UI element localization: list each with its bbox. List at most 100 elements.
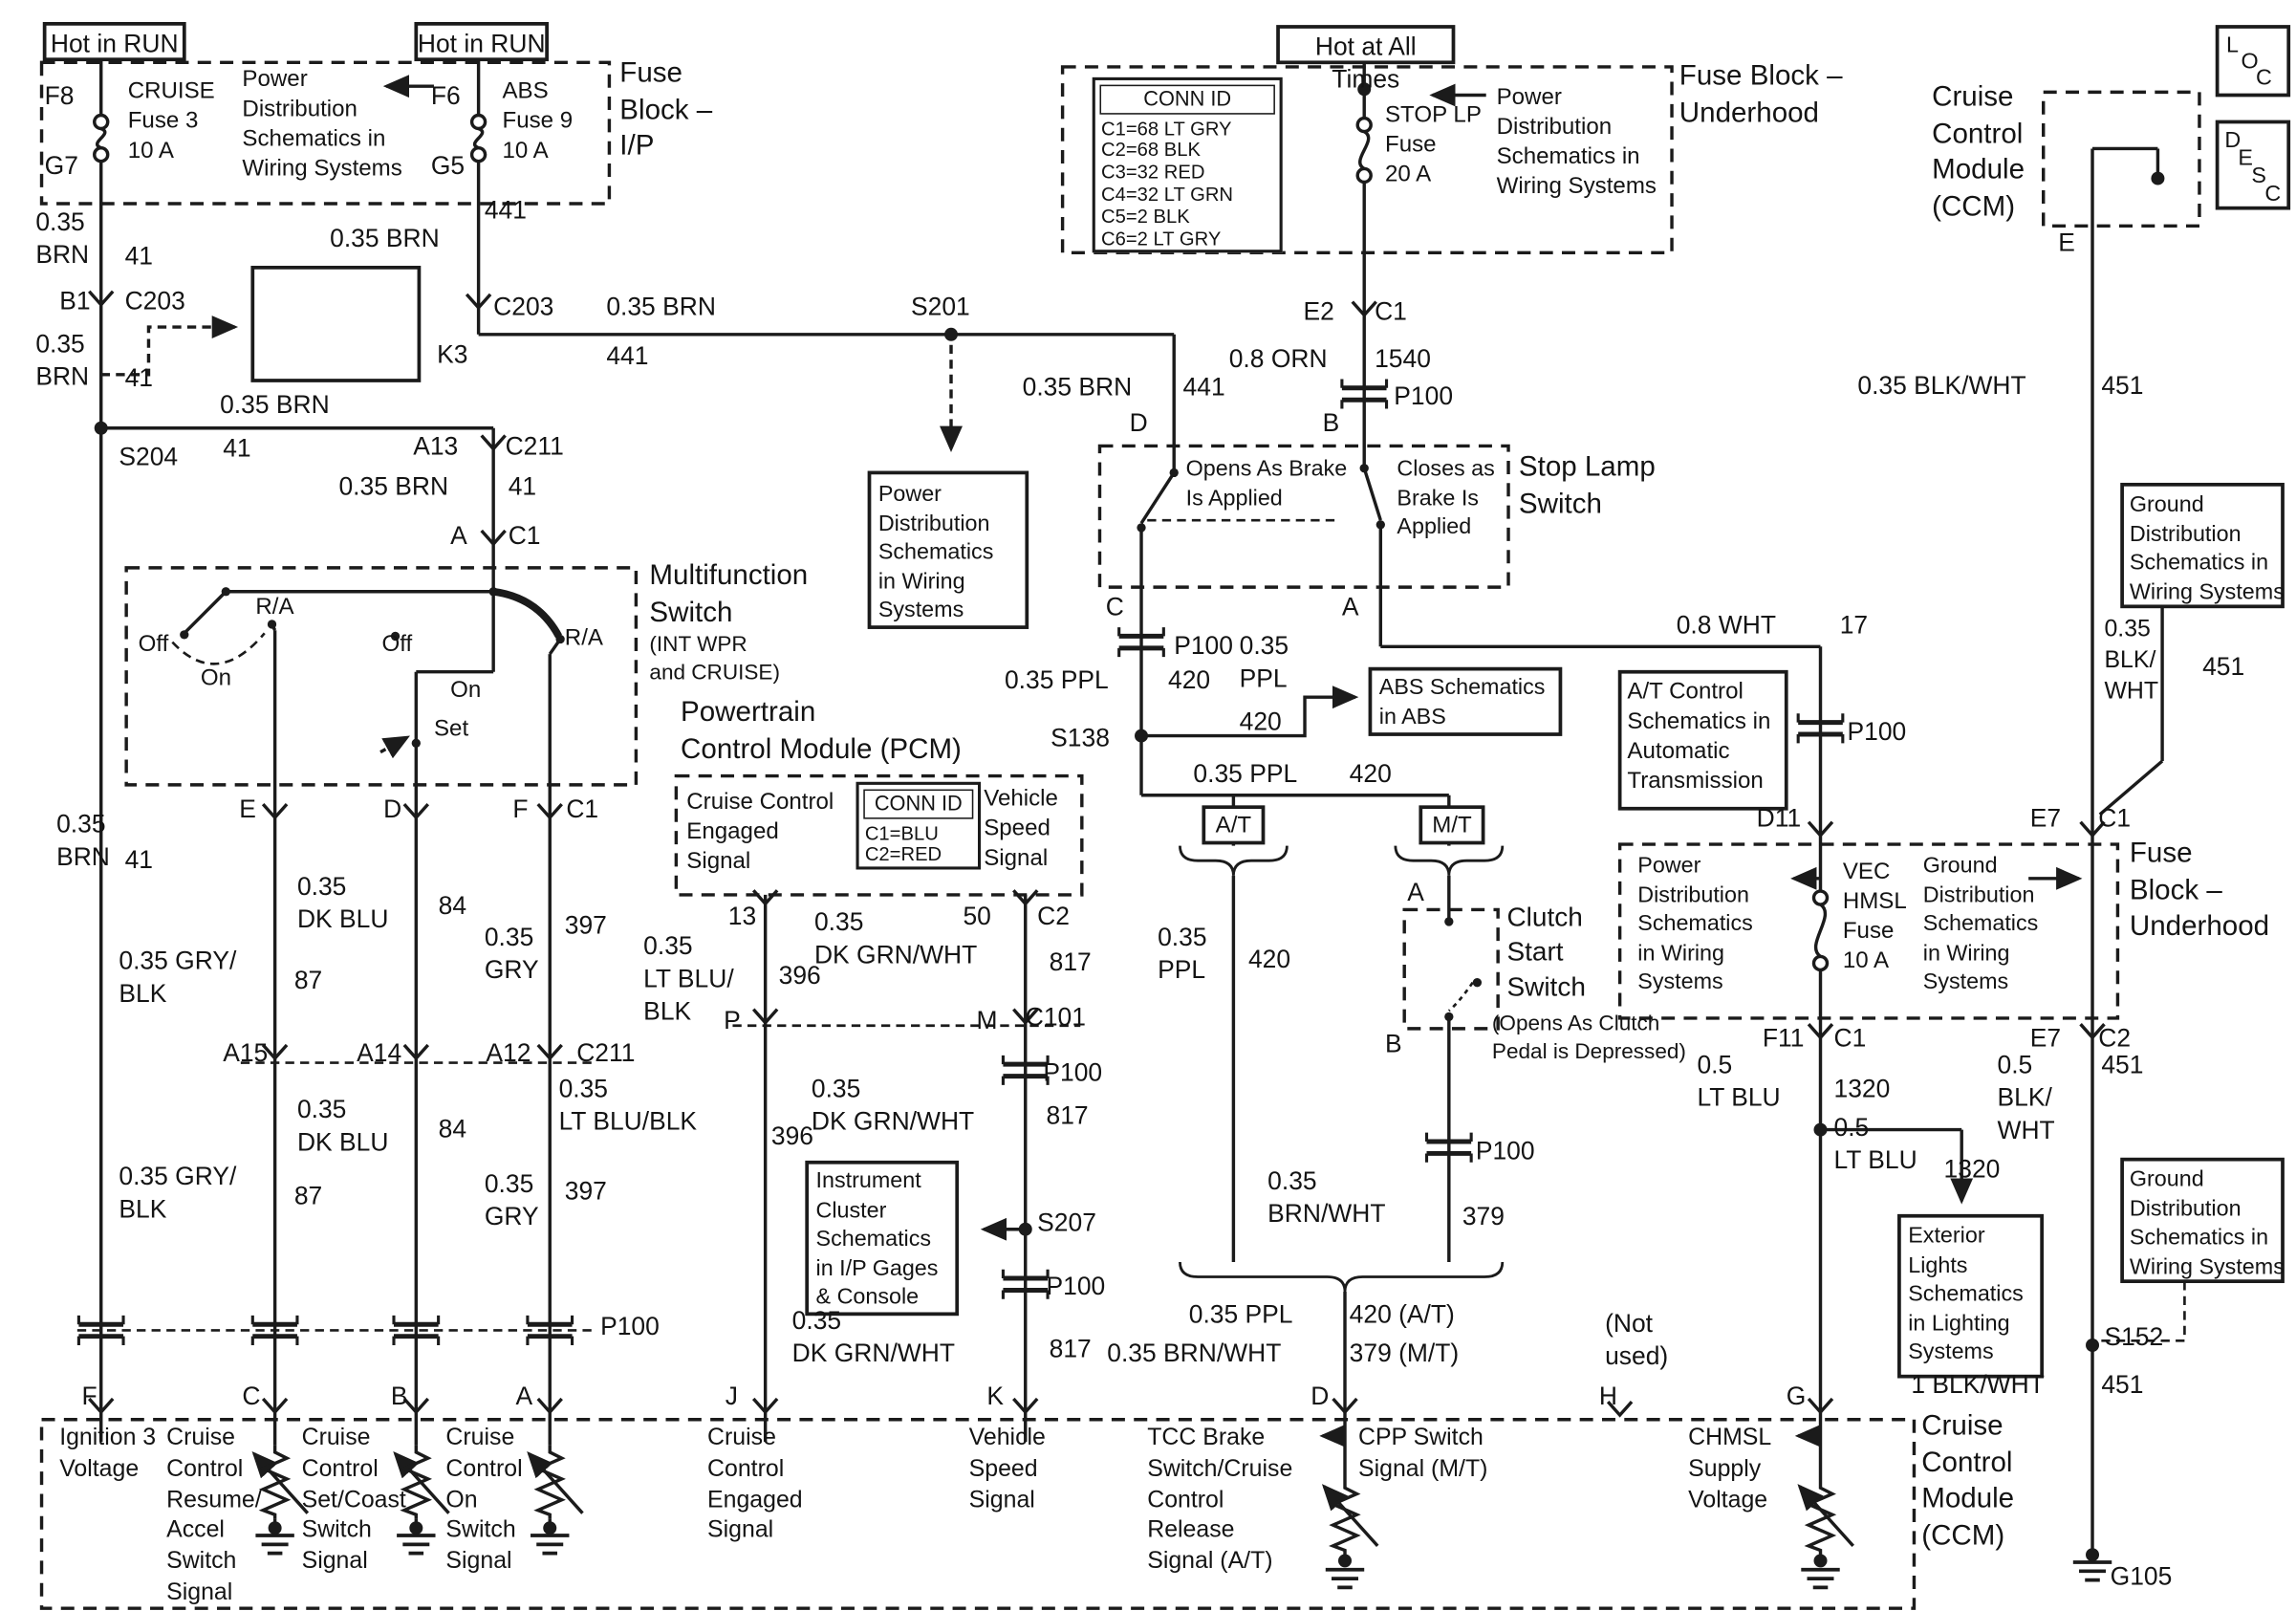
pin-13-pcm: 13: [727, 902, 757, 931]
clutch-note: (Opens As Clutch Pedal is Depressed): [1491, 1012, 1686, 1064]
hot-at-all-times-label: Hot at All Times: [1314, 33, 1417, 95]
hot-in-run-1-box: [42, 22, 186, 62]
pin-a-mfs: A: [450, 521, 467, 551]
clutch-arc: [1447, 981, 1474, 1012]
conn-c101-label: C101: [1025, 1003, 1086, 1032]
wire-brn-441-label-g5: 0.35 BRN: [330, 224, 440, 253]
wire-brn-41-label-1: 0.35 BRN: [35, 207, 90, 270]
wire-dkgrnwht-817-label-2: 0.35 DK GRN/WHT: [811, 1075, 975, 1136]
fuse-cruise-bottom: [93, 145, 110, 163]
fuse-abs-bottom: [469, 145, 487, 163]
wire-brn-441-num-main: 441: [606, 341, 649, 371]
pin-e7-a: E7: [2029, 804, 2062, 833]
brace-merge: [1179, 1261, 1505, 1293]
mfs-left-arc: [171, 632, 266, 665]
wire-orn-1540-label: 0.8 ORN: [1228, 344, 1328, 374]
conn-id-header: CONN ID: [1099, 84, 1275, 114]
stop-close-note: Closes as Brake Is Applied: [1397, 456, 1495, 540]
wire-ppl-420-num-4: 420: [1247, 945, 1291, 974]
pin-50-pcm: 50: [963, 902, 991, 931]
wire-dkgrnwht-817-label-1: 0.35 DK GRN/WHT: [813, 907, 978, 969]
pin-b-stop: B: [1322, 408, 1340, 438]
ccm-vss-label: Vehicle Speed Signal: [968, 1425, 1046, 1513]
ccm-top-right-outline: [2042, 90, 2201, 229]
loc-letter-o: O: [2241, 49, 2259, 75]
splice-s201: [944, 327, 959, 341]
pin-k-ccm: K: [986, 1382, 1004, 1411]
mfs-on-left: On: [200, 665, 232, 691]
wire-wht-17-num: 17: [1839, 610, 1869, 640]
pin-e-ccm: E: [2058, 229, 2075, 257]
pin-c-stop: C: [1105, 593, 1124, 621]
pin-g-ccm: G: [1786, 1382, 1807, 1411]
wire-blkwht-451-num-1: 451: [2101, 371, 2144, 401]
res-arrow-c: [251, 1450, 310, 1514]
pin-b-clutch: B: [1384, 1030, 1402, 1058]
braces: [1179, 845, 1505, 1293]
wire-brn-41-label-5: 0.35 BRN: [56, 810, 110, 872]
wire-ltblu-1320-label-1: 0.5 LT BLU: [1697, 1051, 1781, 1113]
hot-in-run-2-label: Hot in RUN: [417, 30, 546, 58]
gd2-to-s152: [2099, 1281, 2186, 1342]
conn-id-row: C5=2 BLK: [1101, 205, 1190, 228]
wire-ppl-420-num-5: 420 (A/T): [1349, 1300, 1455, 1329]
pin-a14: A14: [357, 1038, 402, 1068]
fuse-block-ip-outline: [39, 60, 612, 206]
fuse-vec-top: [1811, 889, 1830, 906]
gd1-box: [2120, 482, 2285, 609]
wire-blkwht-451-num-2: 451: [2202, 652, 2245, 682]
desc-letter-s: S: [2251, 163, 2266, 189]
pin-j-ccm: J: [725, 1382, 738, 1411]
conn-p100-label-d11: P100: [1847, 717, 1907, 747]
ccm-chmsl-label: CHMSL Supply Voltage: [1688, 1425, 1772, 1513]
wire-ltblublk-396-num: 396: [778, 961, 821, 991]
wire-ppl-420-label-5: 0.35 PPL: [1188, 1300, 1293, 1329]
multifunction-switch-outline: [124, 566, 639, 787]
wire-dkgrnwht-817-num-3: 817: [1049, 1335, 1092, 1363]
pin-f-mfs: F: [512, 795, 529, 824]
splice-s207-label: S207: [1037, 1208, 1096, 1237]
s138-abs-arrow: [1141, 686, 1359, 738]
wire-ltblublk-397-label: 0.35 LT BLU/BLK: [558, 1075, 698, 1136]
loc-box: [2215, 25, 2291, 98]
hot-at-all-times-box: [1276, 25, 1456, 65]
desc-letter-e: E: [2238, 145, 2253, 171]
pd-ip-note: Power Distribution Schematics in Wiring …: [242, 66, 402, 183]
ccm-engaged-label: Cruise Control Engaged Signal: [707, 1425, 803, 1544]
conn-c211-a: C211: [505, 432, 564, 461]
loc-letter-l: L: [2225, 33, 2239, 58]
wire-wht-17-label: 0.8 WHT: [1676, 610, 1776, 640]
conn-c1-f11: C1: [1833, 1024, 1867, 1053]
pd1-box: [250, 265, 422, 382]
conn-c1-e7: C1: [2098, 804, 2132, 833]
conn-p100-label-c: P100: [1174, 631, 1233, 661]
mt-box: [1419, 805, 1485, 845]
pin-b-ccm: B: [390, 1382, 408, 1411]
pin-m-c101: M: [976, 1006, 998, 1035]
fuse-block-underhood2-title: Fuse Block – Underhood: [2129, 838, 2270, 944]
conn-p100-label-mt: P100: [1475, 1137, 1535, 1165]
instr-cluster-note: Instrument Cluster Schematics in I/P Gag…: [815, 1167, 939, 1310]
gd2-note: Ground Distribution Schematics in Wiring…: [2129, 1166, 2285, 1279]
ccm-ignition-label: Ignition 3 Voltage: [59, 1425, 157, 1482]
fuses: [93, 113, 1830, 972]
desc-letter-c: C: [2264, 181, 2282, 207]
wire-brnwht-379-label-1: 0.35 BRN/WHT: [1267, 1166, 1386, 1229]
hot-in-run-2-box: [414, 22, 549, 62]
conn-id-row: C6=2 LT GRY: [1101, 227, 1222, 250]
splice-s204: [94, 421, 108, 435]
fuse-vec-bottom: [1811, 954, 1830, 972]
conn-p100-label-left: P100: [600, 1312, 660, 1341]
stoplp-bus-dot: [1357, 82, 1372, 97]
ext-lights-note: Exterior Lights Schematics in Lighting S…: [1908, 1223, 2024, 1365]
ccm-on-label: Cruise Control On Switch Signal: [445, 1425, 523, 1575]
wire-ppl-420-label-1: 0.35 PPL: [1004, 665, 1109, 695]
wire-ppl-420-label-2: 0.35 PPL: [1239, 631, 1289, 693]
wire-dkgrnwht-817-label-3: 0.35 DK GRN/WHT: [791, 1306, 955, 1368]
splice-s138: [1135, 729, 1149, 743]
ccm-main-title: Cruise Control Module (CCM): [1921, 1410, 2015, 1553]
wire-dkblu-84-num-2: 84: [438, 1115, 467, 1143]
